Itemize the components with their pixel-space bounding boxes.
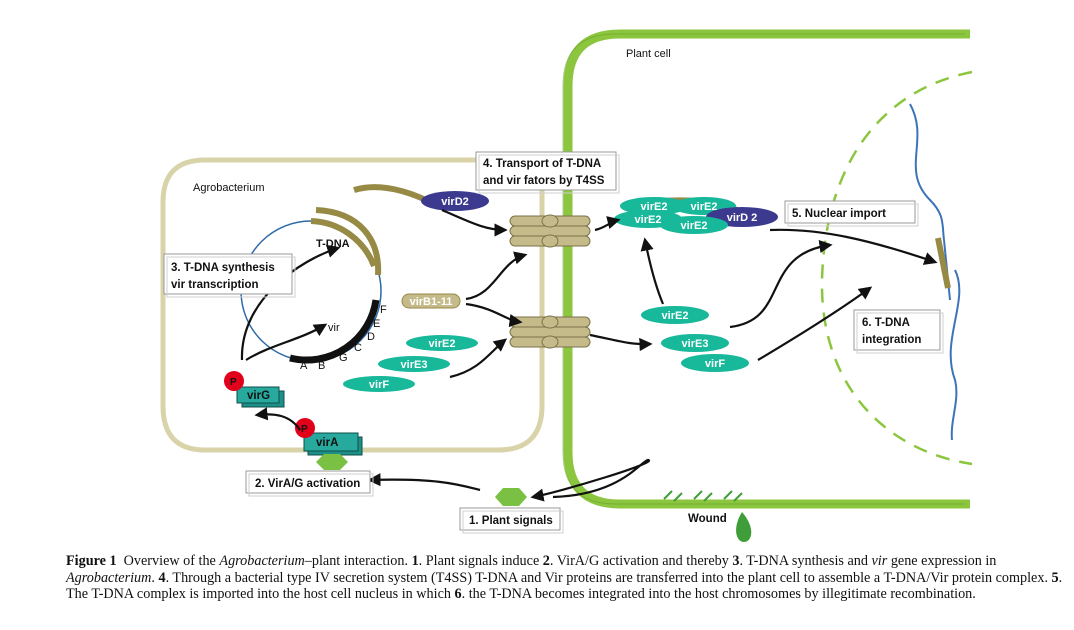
tdna-strand [353,184,432,205]
step6-box: 6. T-DNA integration [853,309,944,354]
host-chromosome [909,103,961,441]
svg-text:integration: integration [862,334,921,346]
svg-text:4. Transport of T-DNA: 4. Transport of T-DNA [483,158,601,170]
svg-text:6. T-DNA: 6. T-DNA [862,317,910,329]
virE3-plant: virE3 [661,334,729,352]
t4ss-channel-lower [509,315,591,349]
svg-text:P: P [230,377,237,388]
svg-text:virE2: virE2 [691,201,718,213]
svg-text:virB1-11: virB1-11 [410,296,453,308]
svg-text:virG: virG [247,390,270,402]
virE2-plant: virE2 [641,306,709,324]
svg-text:G: G [339,352,348,364]
arrows [240,208,938,502]
tdna-label: T-DNA [316,238,350,250]
step5-box: 5. Nuclear import [784,200,919,227]
step2-box: 2. VirA/G activation [245,470,374,497]
vir-gene-letters: A B G C D E F [300,304,387,372]
wound-drop [736,512,752,542]
svg-text:virE3: virE3 [401,359,428,371]
tdna-region-2 [315,207,382,276]
svg-text:F: F [380,304,387,316]
figure-caption: Figure 1 Overview of the Agrobacterium–p… [66,553,1063,602]
virD2-bacterium: virD2 [421,191,489,211]
svg-text:virE3: virE3 [682,338,709,350]
plant-signal-molecule [495,488,527,506]
svg-text:D: D [367,331,375,343]
svg-text:1. Plant signals: 1. Plant signals [469,515,553,527]
nucleus-envelope [820,70,973,466]
agrobacterium-label: Agrobacterium [193,182,265,194]
svg-text:virD2: virD2 [441,196,469,208]
virB-complex: virB1-11 [401,293,461,309]
t4ss-channel-upper [509,214,591,248]
integrated-tdna [935,237,951,289]
step1-box: 1. Plant signals [459,507,564,534]
virE2-bacterium: virE2 [406,335,478,351]
wound-marks [663,490,743,502]
svg-text:virF: virF [705,358,725,370]
svg-text:and vir fators by T4SS: and vir fators by T4SS [483,175,605,187]
svg-text:A: A [300,360,308,372]
svg-text:virE2: virE2 [429,338,456,350]
virF-plant: virF [681,354,749,372]
virA-protein: virA P [295,418,363,470]
svg-text:virF: virF [369,379,389,391]
svg-text:C: C [354,342,362,354]
step4-box: 4. Transport of T-DNA and vir fators by … [475,151,620,194]
svg-text:virE2: virE2 [662,310,689,322]
svg-text:vir transcription: vir transcription [171,279,259,291]
svg-text:3. T-DNA synthesis: 3. T-DNA synthesis [171,262,275,274]
svg-text:virA: virA [316,437,338,449]
svg-text:virD 2: virD 2 [727,212,758,224]
agrobacterium-diagram: Plant cell Agrobacterium T-DNA vir A B G… [160,29,973,542]
svg-text:virE2: virE2 [641,201,668,213]
vir-label: vir [328,322,340,334]
vir-region [289,299,380,364]
tdna-region [310,218,377,268]
step3-box: 3. T-DNA synthesis vir transcription [163,253,296,298]
wound-label: Wound [688,513,727,525]
svg-text:virE2: virE2 [681,220,708,232]
virF-bacterium: virF [343,376,415,392]
plant-cell-wall [562,29,970,509]
tdna-complex: virE2 virE2 virE2 virD 2 virE2 [614,197,778,234]
virE3-bacterium: virE3 [378,356,450,372]
svg-text:virE2: virE2 [635,214,662,226]
svg-text:E: E [373,318,380,330]
svg-text:5. Nuclear import: 5. Nuclear import [792,208,886,220]
agrobacterium-cell-wall [160,157,600,453]
plant-cell-label: Plant cell [626,48,671,60]
svg-text:P: P [301,424,308,435]
svg-text:2. VirA/G activation: 2. VirA/G activation [255,478,360,490]
virG-protein: virG P [224,371,285,408]
svg-text:B: B [318,360,325,372]
